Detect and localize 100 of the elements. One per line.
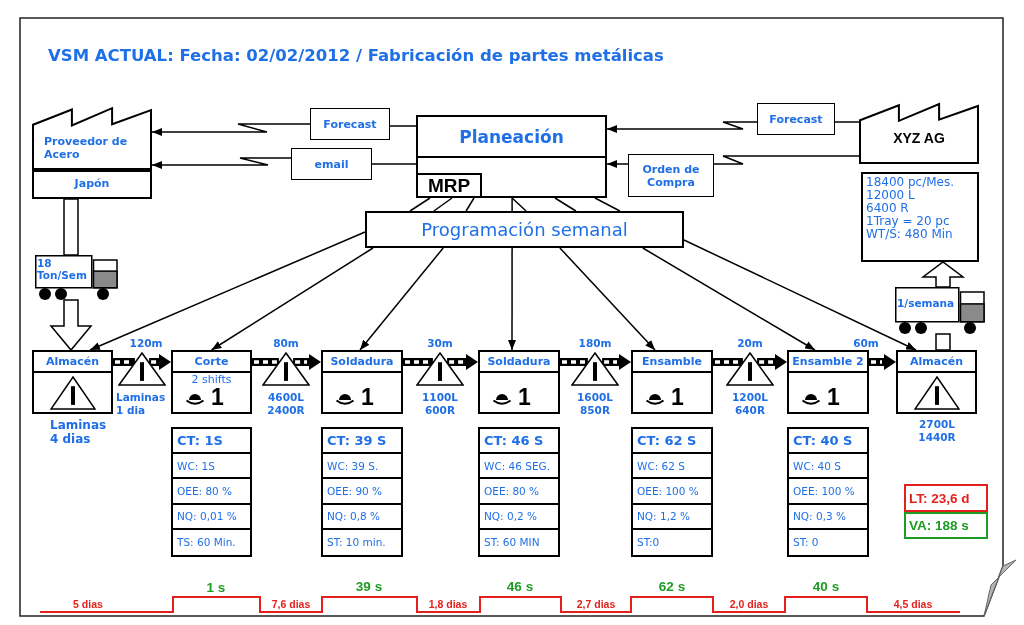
timeline-label: 1,8 dias: [428, 598, 468, 610]
timeline-label: 46 s: [506, 579, 534, 594]
inventory-triangle: [262, 352, 310, 386]
factory-building: [859, 100, 979, 164]
metrics-table: [631, 427, 713, 557]
connector-line: [371, 163, 417, 165]
operator-count: 1: [671, 385, 684, 409]
push-line: [113, 358, 135, 366]
metric-row: WC: 62 S: [633, 454, 711, 480]
arrow: [210, 247, 374, 351]
process-name: Almacén: [34, 352, 111, 373]
process-name: Ensamble 2: [789, 352, 867, 373]
info-box: email: [291, 148, 372, 180]
inventory-triangle: [118, 352, 166, 386]
shipment-line: [63, 198, 79, 256]
metric-row: WC: 46 SEG.: [480, 454, 558, 480]
metric-row-text: TS: 60 Min.: [176, 535, 237, 551]
push-arrow: [757, 354, 787, 370]
operator-count: 1: [518, 385, 531, 409]
metric-row: OEE: 80 %: [173, 479, 250, 505]
factory-name: Proveedor de Acero: [44, 135, 129, 161]
process-box: [787, 350, 869, 414]
data-line: 18400 pc/Mes.: [866, 176, 955, 189]
metric-row-text: ST: 60 MIN: [483, 535, 541, 551]
info-box: Forecast: [310, 108, 390, 140]
push-line: [403, 358, 433, 366]
customer-data-box: [861, 172, 979, 262]
connector-line: [389, 125, 417, 127]
diagram-title: VSM ACTUAL: Fecha: 02/02/2012 / Fabricación de partes metálicas: [48, 46, 664, 65]
metric-row: CT: 46 S: [480, 429, 558, 455]
process-box: [631, 350, 713, 414]
schedule-box: Programación semanal: [365, 211, 684, 248]
info-box: Forecast: [757, 103, 835, 135]
shift-label: 2 shifts: [191, 374, 232, 386]
factory-building: [32, 104, 152, 199]
arrow: [89, 231, 366, 351]
distance-label: 180m: [577, 336, 613, 350]
metric-row: NQ: 1,2 %: [633, 504, 711, 530]
shipment-label: 18 Ton/Sem: [37, 257, 88, 281]
planning-title: Planeación: [418, 117, 605, 158]
metrics-table: [321, 427, 403, 557]
push-arrow: [447, 354, 478, 370]
process-name: Soldadura: [323, 352, 401, 373]
push-line: [713, 358, 743, 366]
inventory-note: 1100L 600R: [421, 391, 459, 416]
connector-line: [409, 197, 431, 212]
inventory-note: 1600L 850R: [576, 391, 614, 416]
metric-row: CT: 1S: [173, 429, 250, 455]
metric-row: WC: 40 S: [789, 454, 867, 480]
warehouse-box: [32, 350, 113, 414]
inventory-triangle: [726, 352, 774, 386]
inventory-note: 4600L 2400R: [266, 391, 306, 416]
electronic-info-arrow: [151, 157, 292, 169]
electronic-info-arrow: [606, 121, 758, 133]
arrow: [606, 160, 629, 168]
timeline-label: 2,7 dias: [576, 598, 616, 610]
connector-line: [594, 197, 621, 212]
timeline-label: 7,6 dias: [271, 598, 311, 610]
operator-count: 1: [827, 385, 840, 409]
inventory-triangle: [571, 352, 619, 386]
metrics-table: [478, 427, 560, 557]
planning-box: [416, 115, 607, 198]
data-line: WT/S: 480 Min: [866, 228, 953, 241]
distance-label: 20m: [736, 336, 764, 350]
timeline-label: 2,0 dias: [729, 598, 769, 610]
shipment-line: [935, 333, 951, 351]
arrow: [359, 247, 444, 351]
metric-row: NQ: 0,3 %: [789, 504, 867, 530]
connector-line: [834, 121, 860, 123]
connector-line: [465, 197, 475, 212]
location-label: Japón: [74, 177, 110, 190]
mrp-box: MRP: [416, 173, 482, 198]
shipment-arrow: [49, 299, 93, 352]
metrics-table: [171, 427, 252, 557]
data-line: 6400 R: [866, 202, 909, 215]
operator-count: 1: [361, 385, 374, 409]
info-box: Orden de Compra: [628, 154, 714, 197]
process-name: Almacén: [898, 352, 975, 373]
inventory-note: Laminas 1 dia: [116, 391, 167, 416]
value-added-box: VA: 188 s: [904, 512, 988, 539]
inventory-note: 2700L 1440R: [917, 418, 957, 443]
timeline-label: 40 s: [812, 579, 840, 594]
connector-line: [511, 197, 527, 212]
arrow: [508, 247, 516, 351]
timeline-label: 62 s: [658, 579, 686, 594]
arrow: [559, 247, 656, 351]
metrics-table: [787, 427, 869, 557]
operator-count: 1: [211, 385, 224, 409]
metric-row: OEE: 100 %: [633, 479, 711, 505]
push-arrow: [869, 354, 896, 370]
timeline-label: 1 s: [206, 580, 226, 595]
inventory-note: 1200L 640R: [731, 391, 769, 416]
metric-row: CT: 39 S: [323, 429, 401, 455]
metric-row-text: ST:0: [636, 535, 661, 551]
process-box: [171, 350, 252, 414]
distance-label: 60m: [852, 336, 880, 350]
process-box: [321, 350, 403, 414]
shipment-arrow: [920, 261, 966, 288]
connector-line: [554, 197, 577, 212]
timeline-label: 39 s: [355, 579, 383, 594]
